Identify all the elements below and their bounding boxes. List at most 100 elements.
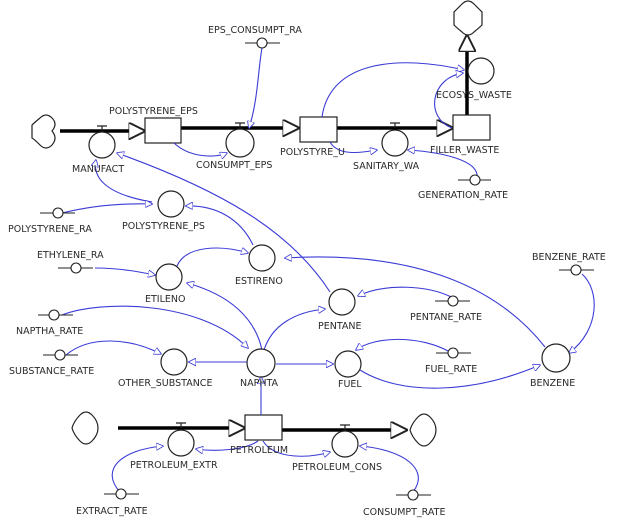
label-manufact: MANUFACT — [72, 164, 124, 175]
flow-consumpt-eps[interactable] — [225, 128, 255, 158]
label-filler-waste: FILLER_WASTE — [430, 145, 499, 156]
clouds — [31, 0, 483, 447]
label-substance-rate: SUBSTANCE_RATE — [9, 366, 94, 377]
label-ethylene-ra: ETHYLENE_RA — [37, 250, 104, 261]
const-consumpt-rate[interactable] — [396, 489, 431, 501]
stock-petroleum[interactable] — [244, 414, 283, 441]
flow-petroleum-cons[interactable] — [331, 430, 359, 458]
const-fuel-rate[interactable] — [436, 347, 471, 359]
const-ethylene-ra[interactable] — [58, 262, 93, 274]
label-eps-consumpt-ra: EPS_CONSUMPT_RA — [208, 25, 302, 36]
flow-sanitary-wa[interactable] — [381, 129, 409, 157]
label-estireno: ESTIRENO — [235, 276, 283, 287]
flow-ecosys-waste[interactable] — [467, 57, 495, 85]
link-estireno-to-polystyrene-ps — [186, 206, 254, 246]
label-ecosys-waste: ECOSYS_WASTE — [436, 90, 512, 101]
label-other-substance: OTHER_SUBSTANCE — [118, 378, 212, 389]
link-extract-rate-to-petroleum-extr — [111, 446, 163, 493]
label-benzene: BENZENE — [530, 378, 575, 389]
flow-petroleum-extr[interactable] — [167, 429, 195, 457]
link-benzene-to-estireno — [285, 257, 546, 348]
label-benzene-rate: BENZENE_RATE — [532, 252, 606, 263]
link-petroleum-to-petroleum-extr — [196, 440, 259, 450]
label-fuel: FUEL — [338, 379, 362, 390]
const-naptha-rate[interactable] — [38, 309, 73, 321]
aux-other-substance[interactable] — [160, 348, 188, 376]
valve-sanitary-wa — [390, 122, 400, 128]
label-petroleum: PETROLEUM — [230, 445, 288, 456]
flow-manufact[interactable] — [88, 131, 116, 159]
aux-estireno[interactable] — [248, 244, 276, 272]
label-generation-rate: GENERATION_RATE — [418, 190, 508, 201]
label-pentane: PENTANE — [318, 321, 362, 332]
constants — [38, 37, 594, 501]
link-petroleum-to-petroleum-cons — [262, 440, 330, 456]
link-pentane-to-manufact — [117, 153, 331, 293]
valve-petroleum-extr — [176, 422, 186, 428]
label-fuel-rate: FUEL_RATE — [425, 364, 477, 375]
aux-benzene[interactable] — [541, 343, 571, 373]
const-substance-rate[interactable] — [43, 349, 78, 361]
label-petroleum-cons: PETROLEUM_CONS — [292, 462, 382, 473]
label-polystyre-u: POLYSTYRE_U — [280, 147, 345, 158]
cloud-sink-ecosys — [453, 0, 483, 36]
const-polystyrene-ra[interactable] — [40, 207, 75, 219]
link-naphta-to-etileno — [187, 283, 263, 351]
label-polystyrene-ps: POLYSTYRENE_PS — [122, 221, 205, 232]
link-polystyre-u-to-ecosys-waste — [321, 62, 464, 118]
link-polystyrene-ra-to-polystyrene-ps — [61, 204, 152, 214]
aux-etileno[interactable] — [155, 263, 183, 291]
label-consumpt-rate: CONSUMPT_RATE — [363, 507, 445, 518]
labels: EPS_CONSUMPT_RA POLYSTYRENE_EPS MANUFACT… — [8, 25, 606, 518]
link-etileno-to-estireno — [176, 248, 248, 267]
flow-valves — [88, 57, 495, 458]
label-naptha-rate: NAPTHA_RATE — [16, 326, 83, 337]
auxiliaries — [155, 190, 571, 378]
const-extract-rate[interactable] — [104, 488, 139, 500]
stocks — [144, 114, 491, 441]
links — [61, 47, 595, 493]
label-consumpt-eps: CONSUMPT_EPS — [196, 160, 272, 171]
link-fuel-rate-to-fuel — [356, 338, 451, 353]
const-eps-consumpt-ra[interactable] — [245, 37, 280, 49]
const-benzene-rate[interactable] — [559, 264, 594, 276]
link-naphta-to-pentane — [263, 309, 325, 351]
link-pentane-rate-to-pentane — [358, 286, 454, 299]
link-naptha-rate-to-naphta — [61, 305, 248, 348]
aux-fuel[interactable] — [334, 350, 362, 378]
aux-pentane[interactable] — [328, 288, 356, 316]
link-polystyrene-ps-to-manufact — [95, 160, 153, 203]
link-polystyre-u-to-sanitary-wa — [329, 141, 377, 153]
aux-naphta[interactable] — [246, 348, 276, 378]
link-consumpt-rate-to-petroleum-cons — [360, 446, 419, 493]
label-naphta: NAPHTA — [240, 378, 279, 389]
stock-polystyrene-eps[interactable] — [144, 117, 182, 144]
const-generation-rate[interactable] — [458, 174, 491, 186]
cloud-source-petroleum — [71, 411, 99, 445]
cloud-source-manufact — [31, 114, 56, 149]
label-pentane-rate: PENTANE_RATE — [410, 312, 482, 323]
label-polystyrene-eps: POLYSTYRENE_EPS — [109, 106, 198, 117]
link-polystyrene-eps-to-consumpt-eps — [173, 142, 227, 156]
link-benzene-rate-to-benzene — [569, 273, 595, 353]
link-substance-rate-to-other-substance — [65, 340, 161, 356]
label-sanitary-wa: SANITARY_WA — [353, 161, 420, 172]
valve-ticks — [97, 122, 400, 430]
link-filler-waste-to-ecosys-waste — [434, 73, 463, 129]
aux-polystyrene-ps[interactable] — [157, 190, 185, 218]
label-extract-rate: EXTRACT_RATE — [76, 506, 148, 517]
label-petroleum-extr: PETROLEUM_EXTR — [130, 460, 218, 471]
link-fuel-to-benzene — [359, 365, 540, 389]
link-generation-rate-to-sanitary-wa — [408, 150, 478, 179]
label-etileno: ETILENO — [145, 294, 186, 305]
const-pentane-rate[interactable] — [435, 295, 470, 307]
link-ethylene-ra-to-etileno — [94, 267, 155, 275]
link-eps-consumpt-ra-to-consumpt-eps — [249, 47, 263, 128]
cloud-sink-petroleum — [409, 413, 437, 447]
label-polystyrene-ra: POLYSTYRENE_RA — [8, 224, 92, 235]
valve-consumpt-eps — [235, 122, 245, 128]
stock-polystyre-u[interactable] — [299, 116, 338, 143]
stock-filler-waste[interactable] — [452, 114, 491, 141]
